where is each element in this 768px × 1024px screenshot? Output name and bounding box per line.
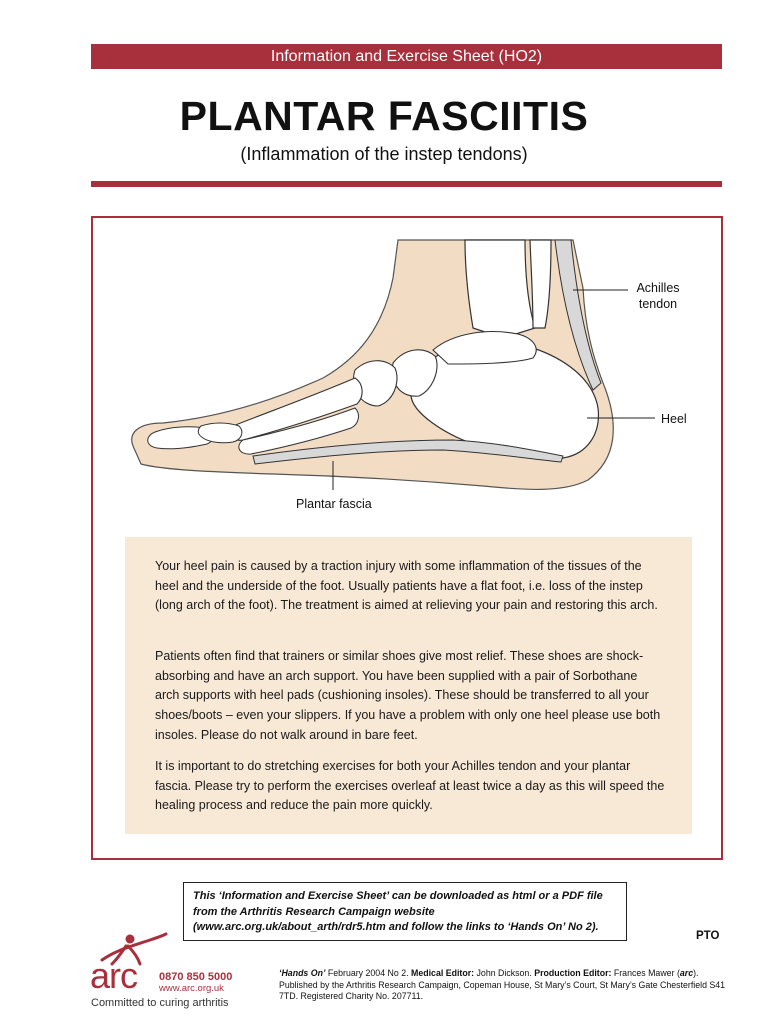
credits-hands-on: ‘Hands On’ (279, 968, 326, 978)
arc-wordmark: arc (90, 955, 138, 996)
navicular-bone (391, 349, 438, 397)
credits-published: Published by the Arthritis Research Camp… (279, 979, 726, 1002)
credits-production-org: arc (679, 968, 694, 978)
arc-logo: arc 0870 850 5000 www.arc.org.uk Committ… (90, 930, 270, 1010)
toe-bone-2 (197, 422, 243, 444)
credits-production-editor: Frances Mawer ( (611, 968, 680, 978)
arc-website: www.arc.org.uk (159, 983, 224, 994)
sheet-banner: Information and Exercise Sheet (HO2) (91, 44, 722, 69)
credits-medical-editor: John Dickson. (474, 968, 535, 978)
foot-anatomy-illustration (131, 239, 655, 491)
page-subtitle: (Inflammation of the instep tendons) (240, 144, 528, 164)
content-frame: Achilles tendon Heel Plantar fascia Your… (91, 216, 723, 860)
credits-production-editor-label: Production Editor: (534, 968, 612, 978)
plantar-fascia (252, 439, 564, 465)
plantar-fascia-label: Plantar fascia (296, 497, 372, 511)
metatarsal-bone-2 (238, 407, 359, 455)
achilles-label-line1: Achilles (636, 281, 680, 295)
arc-phone: 0870 850 5000 (159, 971, 233, 983)
credits-medical-editor-label: Medical Editor: (411, 968, 475, 978)
credits-production-close: ). (693, 968, 699, 978)
pto-marker: PTO (696, 930, 720, 942)
paragraph-exercises: It is important to do stretching exercis… (155, 759, 665, 813)
achilles-label-line2: tendon (638, 297, 678, 311)
arc-tagline: Committed to curing arthritis (91, 997, 229, 1009)
arc-figure-icon (100, 932, 168, 966)
achilles-tendon (554, 239, 602, 391)
achilles-label: Achilles tendon (618, 280, 698, 312)
download-notice: This ‘Information and Exercise Sheet’ ca… (183, 882, 627, 941)
talus-bone (432, 331, 537, 365)
publication-credits: ‘Hands On’ February 2004 No 2. Medical E… (279, 968, 739, 1003)
paragraph-shoes: Patients often find that trainers or sim… (155, 649, 661, 742)
page-title: PLANTAR FASCIITIS (179, 93, 589, 139)
info-text-box: Your heel pain is caused by a traction i… (125, 537, 692, 834)
paragraph-heel-pain: Your heel pain is caused by a traction i… (155, 559, 658, 613)
heel-label: Heel (661, 412, 687, 426)
title-divider (91, 181, 722, 187)
credits-issue: February 2004 No 2. (325, 968, 412, 978)
shin-bone (464, 239, 536, 339)
toe-bone (147, 426, 214, 450)
fibula-bone (529, 239, 552, 329)
